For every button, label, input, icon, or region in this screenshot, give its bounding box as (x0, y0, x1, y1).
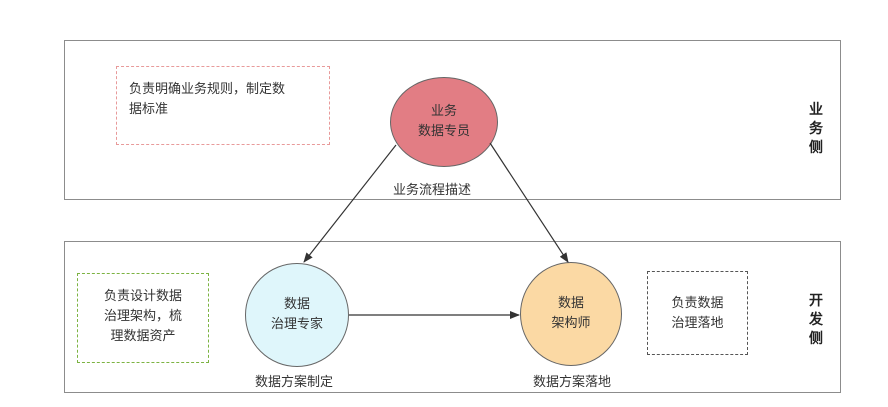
data-plan-formulation-caption: 数据方案制定 (255, 375, 334, 390)
business-data-specialist-line-1: 业务 (430, 104, 457, 119)
governance-note-line-3: 理数据资产 (110, 329, 176, 344)
business-side-label: 业 务 侧 (806, 101, 826, 158)
business-side-char-3: 侧 (809, 140, 823, 156)
development-side-char-1: 开 (809, 293, 823, 309)
data-architect-line-1: 数据 (557, 296, 584, 311)
business-side-char-2: 务 (809, 121, 823, 137)
business-responsibility-note: 负责明确业务规则，制定数 据标准 (116, 66, 330, 145)
business-data-specialist-line-2: 数据专员 (417, 124, 470, 139)
governance-expert-line-2: 治理专家 (270, 317, 323, 332)
business-side-char-1: 业 (809, 102, 823, 118)
business-process-caption: 业务流程描述 (393, 183, 472, 198)
arrow-specialist-to-architect (489, 142, 569, 263)
implementation-note-line-1: 负责数据 (671, 296, 724, 311)
development-side-char-2: 发 (809, 312, 823, 328)
data-plan-implementation-caption: 数据方案落地 (533, 375, 612, 390)
development-side-panel (64, 241, 841, 393)
governance-expert-line-1: 数据 (283, 297, 310, 312)
business-note-line-1: 负责明确业务规则，制定数 (129, 82, 286, 97)
development-side-label: 开 发 侧 (806, 292, 826, 349)
governance-design-note: 负责设计数据 治理架构，梳 理数据资产 (77, 273, 209, 363)
business-note-line-2: 据标准 (129, 102, 169, 117)
governance-implementation-note: 负责数据 治理落地 (647, 271, 748, 355)
governance-note-line-2: 治理架构，梳 (103, 309, 182, 324)
governance-note-line-1: 负责设计数据 (103, 289, 182, 304)
data-governance-expert-node[interactable]: 数据 治理专家 (245, 263, 349, 367)
arrow-specialist-to-expert (303, 144, 397, 263)
development-side-char-3: 侧 (809, 331, 823, 347)
business-data-specialist-node[interactable]: 业务 数据专员 (390, 77, 498, 167)
data-architect-node[interactable]: 数据 架构师 (520, 262, 622, 366)
data-architect-line-2: 架构师 (551, 316, 591, 331)
implementation-note-line-2: 治理落地 (671, 316, 724, 331)
